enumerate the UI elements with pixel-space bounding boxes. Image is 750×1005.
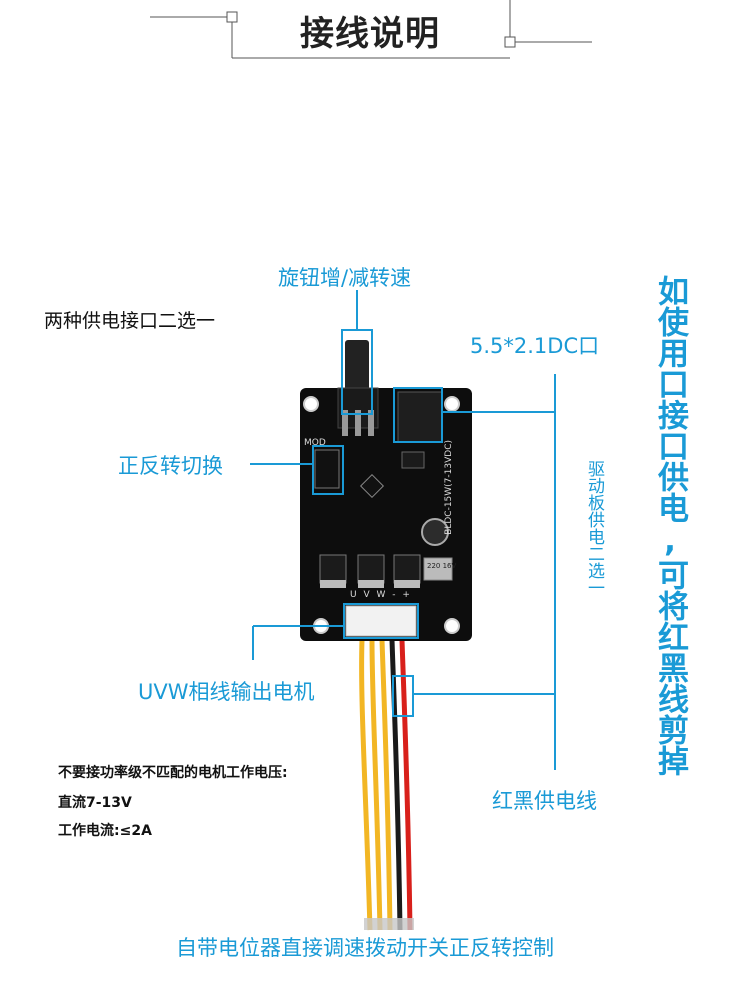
red-black-label: 红黑供电线 xyxy=(492,789,597,813)
dc-jack-label: 5.5*2.1DC口 xyxy=(470,334,600,358)
note-line-3: 工作电流:≤2A xyxy=(58,823,152,839)
capacitor-label: 220 16V xyxy=(427,562,457,570)
direction-switch-label: 正反转切换 xyxy=(118,454,223,478)
connector-part xyxy=(345,605,417,637)
silk-mode: MOD xyxy=(304,438,326,448)
dual-power-label: 两种供电接口二选一 xyxy=(44,310,216,332)
driver-power-label: 驱动板供电二选一 xyxy=(584,460,604,596)
knob-label: 旋钮增/减转速 xyxy=(278,266,412,290)
side-note: 如使用口接口供电,可将红黑线剪掉 xyxy=(652,275,688,776)
potentiometer xyxy=(345,340,369,392)
page-title: 接线说明 xyxy=(300,14,440,54)
silk-pins: U V W - + xyxy=(350,590,412,600)
bottom-caption: 自带电位器直接调速拨动开关正反转控制 xyxy=(176,936,554,960)
note-line-1: 不要接功率级不匹配的电机工作电压: xyxy=(58,765,288,781)
dc-jack xyxy=(397,391,443,443)
uvw-output-label: UVW相线输出电机 xyxy=(138,680,315,704)
wires xyxy=(359,639,414,931)
note-line-2: 直流7-13V xyxy=(58,795,132,811)
direction-switch-part xyxy=(314,449,340,489)
